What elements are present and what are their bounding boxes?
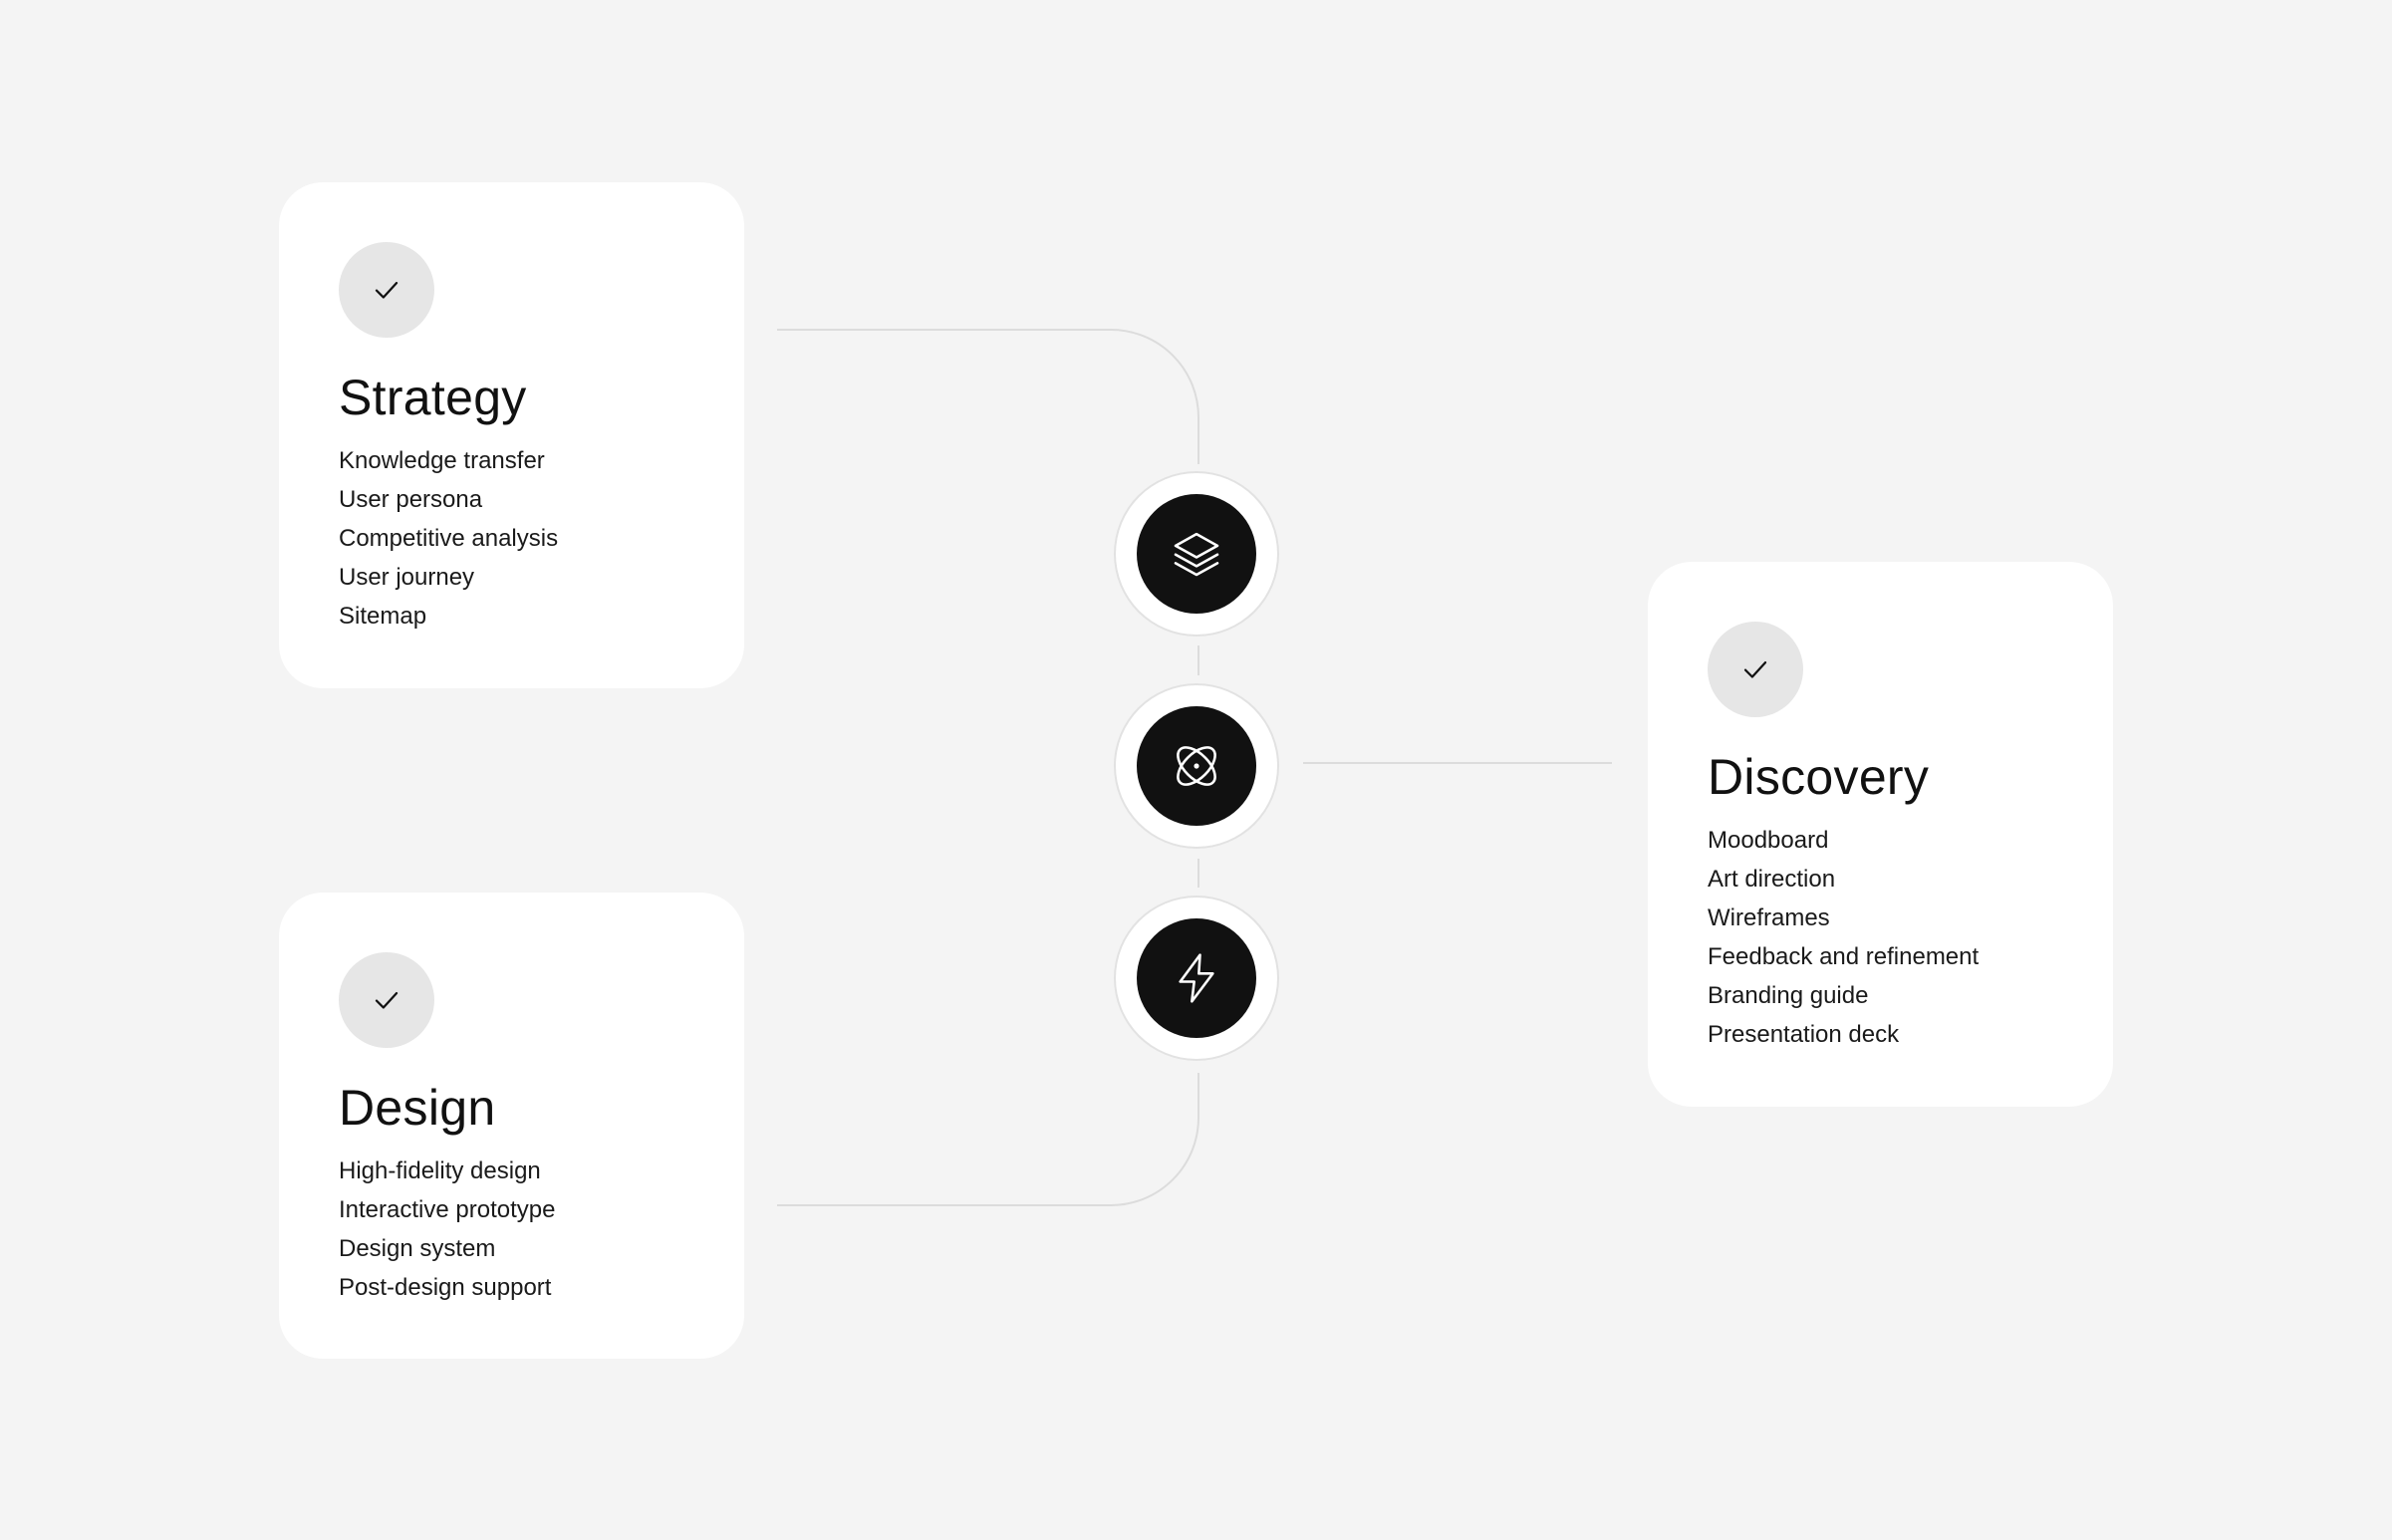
discovery-check-badge	[1708, 622, 1803, 717]
connector-design	[777, 1073, 1199, 1206]
layers-node-inner	[1137, 494, 1256, 614]
atom-icon	[1177, 746, 1216, 786]
list-item: Competitive analysis	[339, 525, 559, 552]
list-item: Presentation deck	[1708, 1021, 1900, 1048]
discovery-card: Discovery Moodboard Art direction Wirefr…	[1648, 562, 2113, 1107]
design-check-badge	[339, 952, 434, 1048]
list-item: Wireframes	[1708, 904, 1830, 931]
list-item: User persona	[339, 486, 483, 513]
design-list: High-fidelity design Interactive prototy…	[339, 1152, 684, 1307]
discovery-list: Moodboard Art direction Wireframes Feedb…	[1708, 821, 2053, 1054]
list-item: User journey	[339, 564, 475, 591]
list-item: Branding guide	[1708, 982, 1869, 1009]
design-card: Design High-fidelity design Interactive …	[279, 893, 744, 1359]
strategy-card: Strategy Knowledge transfer User persona…	[279, 182, 744, 688]
atom-node	[1116, 685, 1277, 847]
list-item: Interactive prototype	[339, 1196, 556, 1223]
strategy-list: Knowledge transfer User persona Competit…	[339, 441, 684, 636]
checkmark-icon	[1743, 661, 1767, 678]
list-item: Art direction	[1708, 866, 1836, 893]
design-title: Design	[339, 1080, 496, 1136]
bolt-node	[1116, 898, 1277, 1059]
connector-strategy	[777, 329, 1199, 464]
lightning-bolt-icon	[1179, 953, 1214, 1003]
atom-node-inner	[1137, 706, 1256, 826]
list-item: Moodboard	[1708, 827, 1829, 854]
discovery-title: Discovery	[1708, 749, 1930, 805]
list-item: Knowledge transfer	[339, 447, 545, 474]
list-item: Feedback and refinement	[1708, 943, 1980, 970]
list-item: Design system	[339, 1235, 496, 1262]
checkmark-icon	[375, 992, 399, 1009]
bolt-node-inner	[1137, 918, 1256, 1038]
list-item: Sitemap	[339, 603, 427, 630]
checkmark-icon	[375, 282, 399, 299]
layers-node	[1116, 473, 1277, 635]
list-item: Post-design support	[339, 1274, 552, 1301]
list-item: High-fidelity design	[339, 1157, 541, 1184]
layers-icon	[1174, 532, 1219, 577]
strategy-check-badge	[339, 242, 434, 338]
strategy-title: Strategy	[339, 370, 527, 425]
